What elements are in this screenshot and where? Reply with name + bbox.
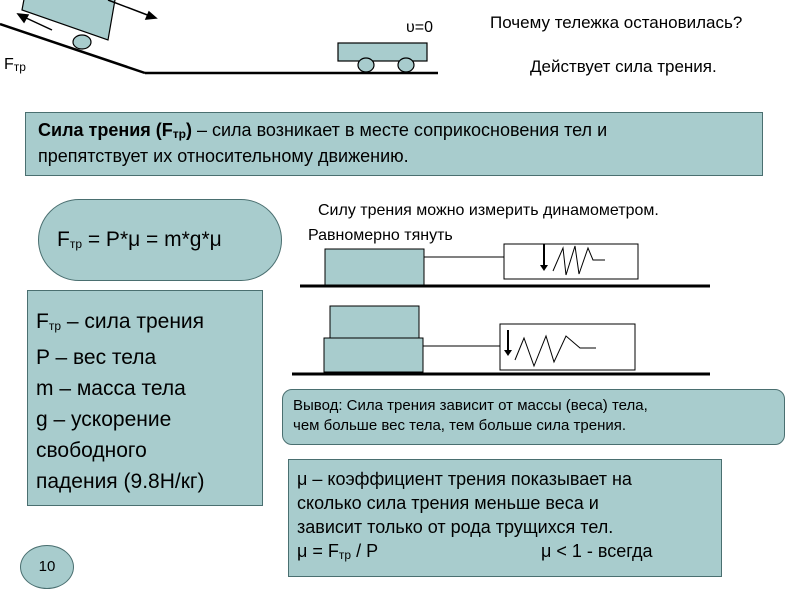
conclusion-box: Вывод: Сила трения зависит от массы (вес… bbox=[282, 389, 785, 445]
dynamometer-caption: Силу трения можно измерить динамометром. bbox=[318, 202, 659, 219]
question-text: Почему тележка остановилась? bbox=[490, 13, 743, 32]
conclusion-line-2: чем больше вес тела, тем больше сила тре… bbox=[293, 417, 627, 434]
legend-f: Fтр – сила трения bbox=[36, 310, 205, 333]
formula-pill: Fтр = P*μ = m*g*μ bbox=[38, 199, 282, 281]
legend-box: Fтр – сила трения P – вес тела m – масса… bbox=[27, 290, 263, 506]
legend-g-3: падения (9.8Н/кг) bbox=[36, 470, 205, 493]
coefficient-formula: μ = Fтр / P bbox=[297, 541, 379, 562]
legend-g-1: g – ускорение bbox=[36, 408, 172, 431]
dynamometer-setup-1 bbox=[300, 243, 710, 288]
dynamometer-setup-2 bbox=[292, 305, 710, 376]
legend-g-2: свободного bbox=[36, 439, 147, 462]
friction-force-label: Fтр bbox=[4, 56, 26, 74]
answer-text: Действует сила трения. bbox=[530, 57, 717, 76]
slide-number: 10 bbox=[38, 558, 56, 575]
conclusion-line-1: Вывод: Сила трения зависит от массы (вес… bbox=[293, 397, 648, 414]
incline-surface bbox=[0, 22, 146, 75]
coefficient-formula-row: μ = Fтр / P μ < 1 - всегда bbox=[297, 539, 713, 567]
coefficient-line-2: сколько сила трения меньше веса и bbox=[297, 493, 599, 513]
motion-arrow bbox=[107, 0, 151, 17]
pull-instruction: Равномерно тянуть bbox=[308, 227, 453, 244]
definition-box: Сила трения (Fтр) – сила возникает в мес… bbox=[25, 112, 763, 176]
formula-text: Fтр = P*μ = m*g*μ bbox=[57, 228, 222, 251]
incline-illustration bbox=[0, 0, 438, 75]
coefficient-line-3: зависит только от рода трущихся тел. bbox=[297, 517, 614, 537]
legend-p: P – вес тела bbox=[36, 346, 157, 369]
moving-cart bbox=[21, 0, 116, 50]
coefficient-line-1: μ – коэффициент трения показывает на bbox=[297, 469, 632, 489]
coefficient-inequality: μ < 1 - всегда bbox=[541, 541, 653, 561]
definition-line-1: Сила трения (Fтр) – сила возникает в мес… bbox=[38, 120, 608, 141]
coefficient-box: μ – коэффициент трения показывает на ско… bbox=[288, 459, 722, 577]
slide-number-badge: 10 bbox=[20, 545, 74, 589]
resting-cart bbox=[337, 42, 428, 73]
definition-line-2: препятствует их относительному движению. bbox=[38, 146, 409, 166]
friction-arrow bbox=[23, 16, 53, 31]
velocity-label: υ=0 bbox=[406, 19, 433, 36]
legend-m: m – масса тела bbox=[36, 377, 186, 400]
